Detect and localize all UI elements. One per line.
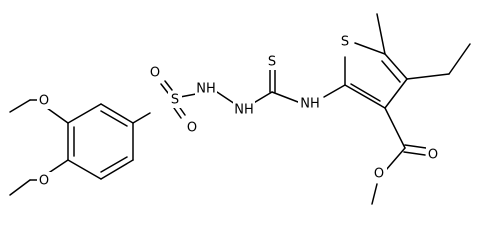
bond-lines	[9, 13, 471, 205]
atom-O-methoxy-lower: O	[39, 174, 49, 189]
bond-NH-C	[251, 91, 273, 105]
atom-S-sulfonyl: S	[171, 93, 179, 108]
atom-O-sulfonyl-upper: O	[150, 66, 160, 81]
bond-benzene-inner-3	[100, 110, 128, 127]
atom-O-ester: O	[374, 167, 384, 182]
bond-C4-ethyl-2	[448, 43, 471, 75]
bond-benzene-2	[67, 159, 102, 180]
bond-S-NH	[179, 93, 197, 98]
bond-methoxy-lower-O-ring	[46, 159, 69, 175]
bond-benzene-3	[100, 159, 134, 180]
bond-methoxy-upper-O-ring	[46, 107, 69, 124]
bond-C4-ethyl-1	[406, 73, 450, 80]
bond-O-methyl	[371, 183, 378, 205]
bond-thiophene-C5-C4-inner	[381, 60, 401, 83]
bond-thiophene-S-C5	[354, 42, 386, 55]
bond-benzene-inner-2	[100, 156, 128, 173]
bond-thiophene-C5-C4	[384, 53, 408, 80]
bond-C5-methyl	[376, 13, 386, 55]
atom-S-thiophene: S	[341, 35, 349, 50]
atom-O-methoxy-upper: O	[39, 94, 49, 109]
bond-thiophene-C4-C3	[384, 78, 408, 109]
atom-O-sulfonyl-lower: O	[187, 121, 197, 136]
bond-C3-ester-C	[384, 107, 406, 149]
bond-ester-C-O-double-b	[403, 151, 426, 156]
bond-S-O-upper-a	[160, 83, 169, 94]
atom-O-carbonyl: O	[428, 148, 438, 163]
bond-ring-S	[132, 112, 151, 124]
bond-NH-NH	[216, 91, 236, 105]
bond-methoxy-upper-methyl	[9, 99, 31, 113]
atom-labels: O O O S O NH NH S NH S O O	[37, 34, 441, 189]
bond-C-NH-thiourea	[271, 91, 299, 103]
bond-methoxy-lower-methyl	[9, 179, 31, 196]
chemical-structure: O O O S O NH NH S NH S O O	[9, 13, 471, 205]
bond-S-O-lower-a	[173, 107, 182, 119]
atom-NH-sulfonyl: NH	[196, 82, 216, 97]
bond-thiophene-C3-C2	[344, 84, 386, 109]
bond-benzene-5	[100, 103, 134, 124]
bond-NH-C2	[323, 84, 346, 98]
bond-ester-C-O	[385, 147, 406, 171]
atom-S-thiocarbonyl: S	[268, 55, 276, 70]
bond-thiophene-C3-C2-inner	[350, 83, 381, 102]
bond-benzene-6	[67, 103, 102, 124]
atom-NH-thiourea: NH	[300, 97, 320, 112]
bond-S-O-upper-b	[164, 80, 173, 91]
atom-NH-hydrazide: NH	[234, 103, 254, 118]
bond-ester-C-O-double-a	[404, 144, 427, 149]
